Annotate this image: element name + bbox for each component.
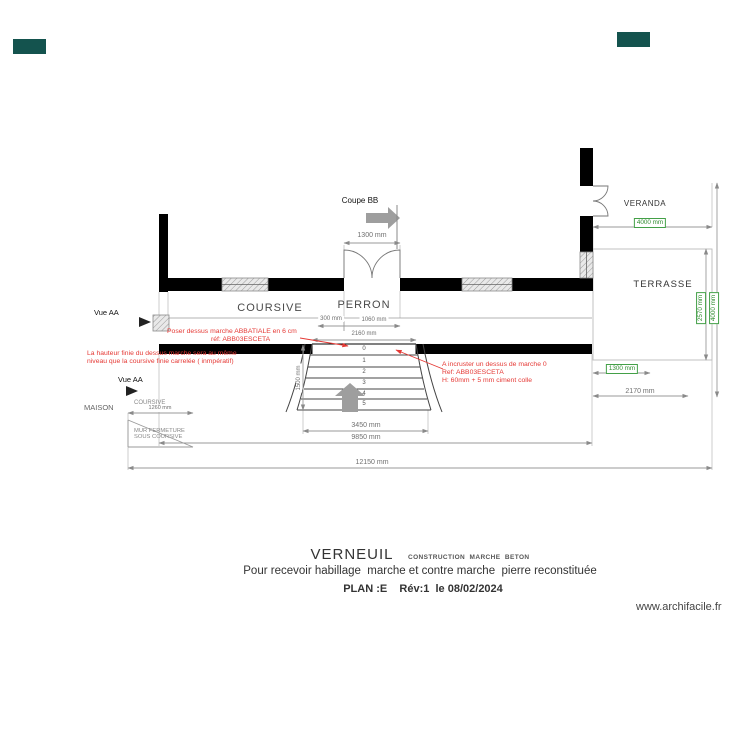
dim-terrasse-height: 2570 mm [696,291,706,325]
plan-revision-info: PLAN :E Rév:1 le 08/02/2024 [343,583,503,595]
walls [159,148,593,354]
dim-total-length: 12150 mm [353,459,391,466]
dimension-lines [127,182,720,471]
note-incruster-line1: A incruster un dessus de marche 0 [442,361,547,368]
step-number-1: 1 [362,358,366,364]
note-poser-line1: Poser dessus marche ABBATIALE en 6 cm [167,328,297,335]
mur-fermeture-line1: MUR FERMETURE [134,428,185,434]
dim-perron-width: 1060 mm [359,317,389,323]
veranda-label: VERANDA [623,199,667,208]
maison-label: MAISON [84,403,114,412]
perron-double-door [343,249,401,279]
vue-aa-label-top: Vue AA [94,308,119,317]
corner-mark-top-left [13,39,46,54]
staircase [285,343,443,413]
dim-veranda-width: 4000 mm [633,218,667,228]
dim-stair-top-width: 2160 mm [349,331,379,337]
mur-fermeture-label: MUR FERMETURE SOUS COURSIVE [134,428,185,441]
note-hauteur: La hauteur finie du dessus marche sera a… [87,350,237,366]
coursive-label: COURSIVE [237,302,303,314]
archifacile-link[interactable]: www.archifacile.fr [636,601,722,613]
note-incruster-line2: Ref: ABB03ESCETA [442,369,504,376]
vue-aa-label-bottom: Vue AA [118,375,143,384]
step-number-0: 0 [362,346,366,352]
dim-coursive-length: 9850 mm [349,434,383,441]
project-category: CONSTRUCTION MARCHE BETON [407,554,530,561]
note-poser-line2: réf: ABB03ESCETA [211,336,271,343]
dim-perron-opening: 1300 mm [355,232,389,239]
dim-maison-width: 1260 mm [146,405,174,412]
section-bb-label: Coupe BB [341,196,379,205]
project-description: Pour recevoir habillage marche et contre… [243,565,597,577]
section-bb-arrow-icon [366,207,400,229]
note-incruster-line3: H: 60mm + 5 mm ciment colle [442,377,533,384]
dim-terrasse-a: 1300 mm [605,364,639,374]
perron-label: PERRON [337,299,391,311]
title-block: VERNEUIL CONSTRUCTION MARCHE BETON [310,546,529,564]
window-lens-lines [222,252,587,285]
vue-aa-arrow-top-icon [139,317,151,327]
vue-aa-arrow-bottom-icon [126,386,138,396]
corner-mark-top-right [617,32,650,47]
step-number-2: 2 [362,369,366,375]
dim-stair-total-width: 3450 mm [349,422,383,429]
extension-lines [127,183,713,470]
project-title: VERNEUIL [310,546,394,563]
mur-fermeture-line2: SOUS COURSIVE [134,434,183,441]
step-number-4: 4 [362,391,366,397]
terrasse-outline [592,248,713,361]
step-number-3: 3 [362,380,366,386]
coursive-small-label: COURSIVE [134,400,166,406]
step-number-5: 5 [362,401,366,407]
dim-right-total-height: 4000 mm [709,291,719,325]
veranda-double-door [592,185,609,217]
dim-terrasse-b: 2170 mm [623,388,657,395]
dim-coursive-depth: 300 mm [318,316,344,322]
stairs-up-arrow-icon [335,383,365,412]
dim-stair-depth: 1500 mm [296,363,302,393]
terrasse-label: TERRASSE [633,279,693,290]
red-leader-lines [299,337,444,370]
